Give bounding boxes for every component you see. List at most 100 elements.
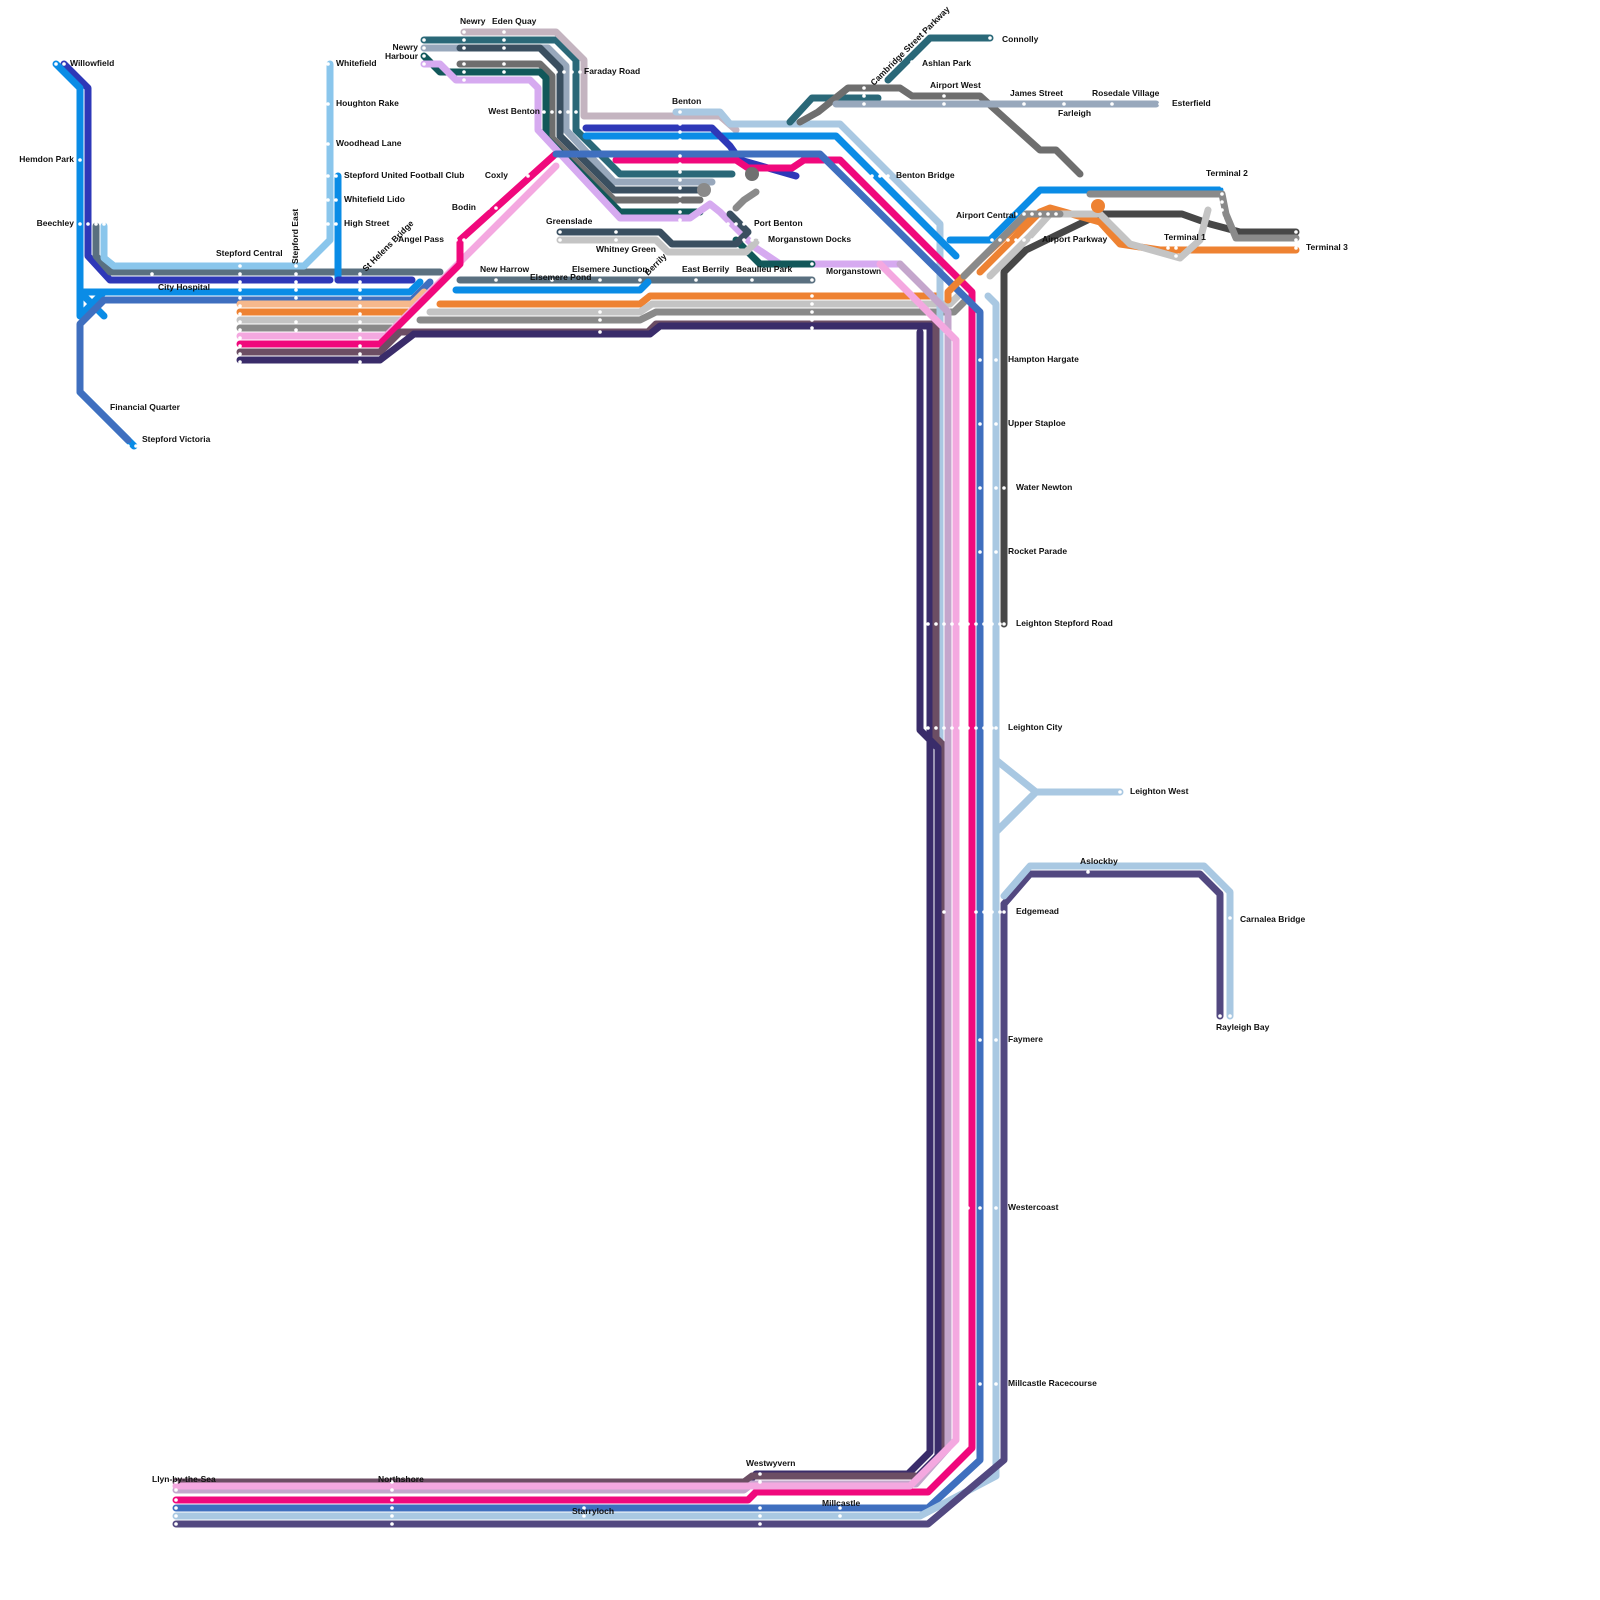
station-label[interactable]: Llyn-by-the-Sea	[152, 1474, 216, 1484]
station-marker[interactable]	[994, 358, 998, 362]
station-marker[interactable]	[358, 328, 362, 332]
station-label[interactable]: Morganstown Docks	[768, 234, 851, 244]
station-label[interactable]: NewryHarbour	[385, 42, 419, 61]
station-marker[interactable]	[750, 238, 754, 242]
station-marker[interactable]	[614, 238, 618, 242]
station-marker[interactable]	[422, 38, 426, 42]
station-label[interactable]: Financial Quarter	[110, 402, 181, 412]
station-marker[interactable]	[750, 278, 754, 282]
station-marker[interactable]	[758, 1506, 762, 1510]
route-line-steel[interactable]	[80, 300, 128, 440]
station-marker[interactable]	[1006, 238, 1010, 242]
station-marker[interactable]	[678, 138, 682, 142]
station-marker[interactable]	[326, 142, 330, 146]
station-marker[interactable]	[994, 486, 998, 490]
route-line-indigo[interactable]	[414, 326, 930, 1480]
station-marker[interactable]	[574, 110, 578, 114]
station-marker[interactable]	[446, 238, 450, 242]
station-marker[interactable]	[1220, 216, 1224, 220]
station-marker[interactable]	[810, 310, 814, 314]
station-marker[interactable]	[566, 110, 570, 114]
station-marker[interactable]	[1002, 486, 1006, 490]
station-marker[interactable]	[862, 102, 866, 106]
station-marker[interactable]	[942, 102, 946, 106]
station-marker[interactable]	[978, 1206, 982, 1210]
station-label[interactable]: Leighton City	[1008, 722, 1063, 732]
station-label[interactable]: Stepford United Football Club	[344, 170, 464, 180]
station-label[interactable]: Leighton West	[1130, 786, 1189, 796]
station-marker[interactable]	[978, 486, 982, 490]
station-marker[interactable]	[1220, 184, 1224, 188]
station-marker[interactable]	[978, 1038, 982, 1042]
station-marker[interactable]	[978, 422, 982, 426]
station-marker[interactable]	[578, 70, 582, 74]
station-label[interactable]: Woodhead Lane	[336, 138, 402, 148]
station-marker[interactable]	[550, 110, 554, 114]
station-marker[interactable]	[518, 174, 522, 178]
station-marker[interactable]	[966, 726, 970, 730]
station-label[interactable]: Starryloch	[572, 1506, 614, 1516]
station-marker[interactable]	[726, 222, 730, 226]
station-marker[interactable]	[326, 62, 330, 66]
station-marker[interactable]	[502, 70, 506, 74]
station-marker[interactable]	[678, 186, 682, 190]
station-label[interactable]: Whitney Green	[596, 244, 656, 254]
station-marker[interactable]	[1014, 238, 1018, 242]
station-marker[interactable]	[238, 336, 242, 340]
station-marker[interactable]	[462, 38, 466, 42]
station-marker[interactable]	[998, 238, 1002, 242]
station-marker[interactable]	[838, 1514, 842, 1518]
station-marker[interactable]	[678, 130, 682, 134]
station-marker[interactable]	[958, 726, 962, 730]
station-marker[interactable]	[1086, 870, 1090, 874]
station-marker[interactable]	[742, 238, 746, 242]
station-marker[interactable]	[454, 238, 458, 242]
station-label[interactable]: Rocket Parade	[1008, 546, 1067, 556]
station-marker[interactable]	[358, 280, 362, 284]
station-marker[interactable]	[1046, 212, 1050, 216]
station-label[interactable]: Stepford Victoria	[142, 434, 211, 444]
station-marker[interactable]	[1158, 102, 1162, 106]
station-label[interactable]: Esterfield	[1172, 98, 1211, 108]
station-marker[interactable]	[990, 238, 994, 242]
station-marker[interactable]	[742, 222, 746, 226]
route-line-violet-navy[interactable]	[1004, 874, 1220, 1016]
station-marker[interactable]	[462, 54, 466, 58]
station-marker[interactable]	[238, 296, 242, 300]
station-marker[interactable]	[598, 318, 602, 322]
station-marker[interactable]	[358, 272, 362, 276]
station-marker[interactable]	[758, 1498, 762, 1502]
station-marker[interactable]	[1220, 208, 1224, 212]
station-marker[interactable]	[238, 272, 242, 276]
station-marker[interactable]	[390, 1498, 394, 1502]
station-marker[interactable]	[974, 910, 978, 914]
station-marker[interactable]	[886, 174, 890, 178]
station-marker[interactable]	[62, 62, 66, 66]
station-marker[interactable]	[494, 206, 498, 210]
station-marker[interactable]	[810, 326, 814, 330]
station-marker[interactable]	[678, 162, 682, 166]
station-marker[interactable]	[978, 550, 982, 554]
station-marker[interactable]	[238, 360, 242, 364]
station-label[interactable]: New Harrow	[480, 264, 530, 274]
station-label[interactable]: Whitefield	[336, 58, 377, 68]
station-marker[interactable]	[334, 174, 338, 178]
station-marker[interactable]	[678, 210, 682, 214]
station-marker[interactable]	[86, 222, 90, 226]
station-marker[interactable]	[462, 30, 466, 34]
station-marker[interactable]	[526, 174, 530, 178]
station-marker[interactable]	[294, 272, 298, 276]
station-marker[interactable]	[358, 352, 362, 356]
station-marker[interactable]	[1022, 212, 1026, 216]
station-marker[interactable]	[598, 330, 602, 334]
station-label[interactable]: Farleigh	[1058, 108, 1091, 118]
station-marker[interactable]	[994, 1038, 998, 1042]
station-marker[interactable]	[678, 110, 682, 114]
station-marker[interactable]	[502, 38, 506, 42]
station-marker[interactable]	[358, 320, 362, 324]
station-label[interactable]: Benton Bridge	[896, 170, 955, 180]
station-marker[interactable]	[390, 1488, 394, 1492]
route-line-pale-blue[interactable]	[988, 296, 1120, 832]
station-marker[interactable]	[990, 622, 994, 626]
station-marker[interactable]	[502, 54, 506, 58]
